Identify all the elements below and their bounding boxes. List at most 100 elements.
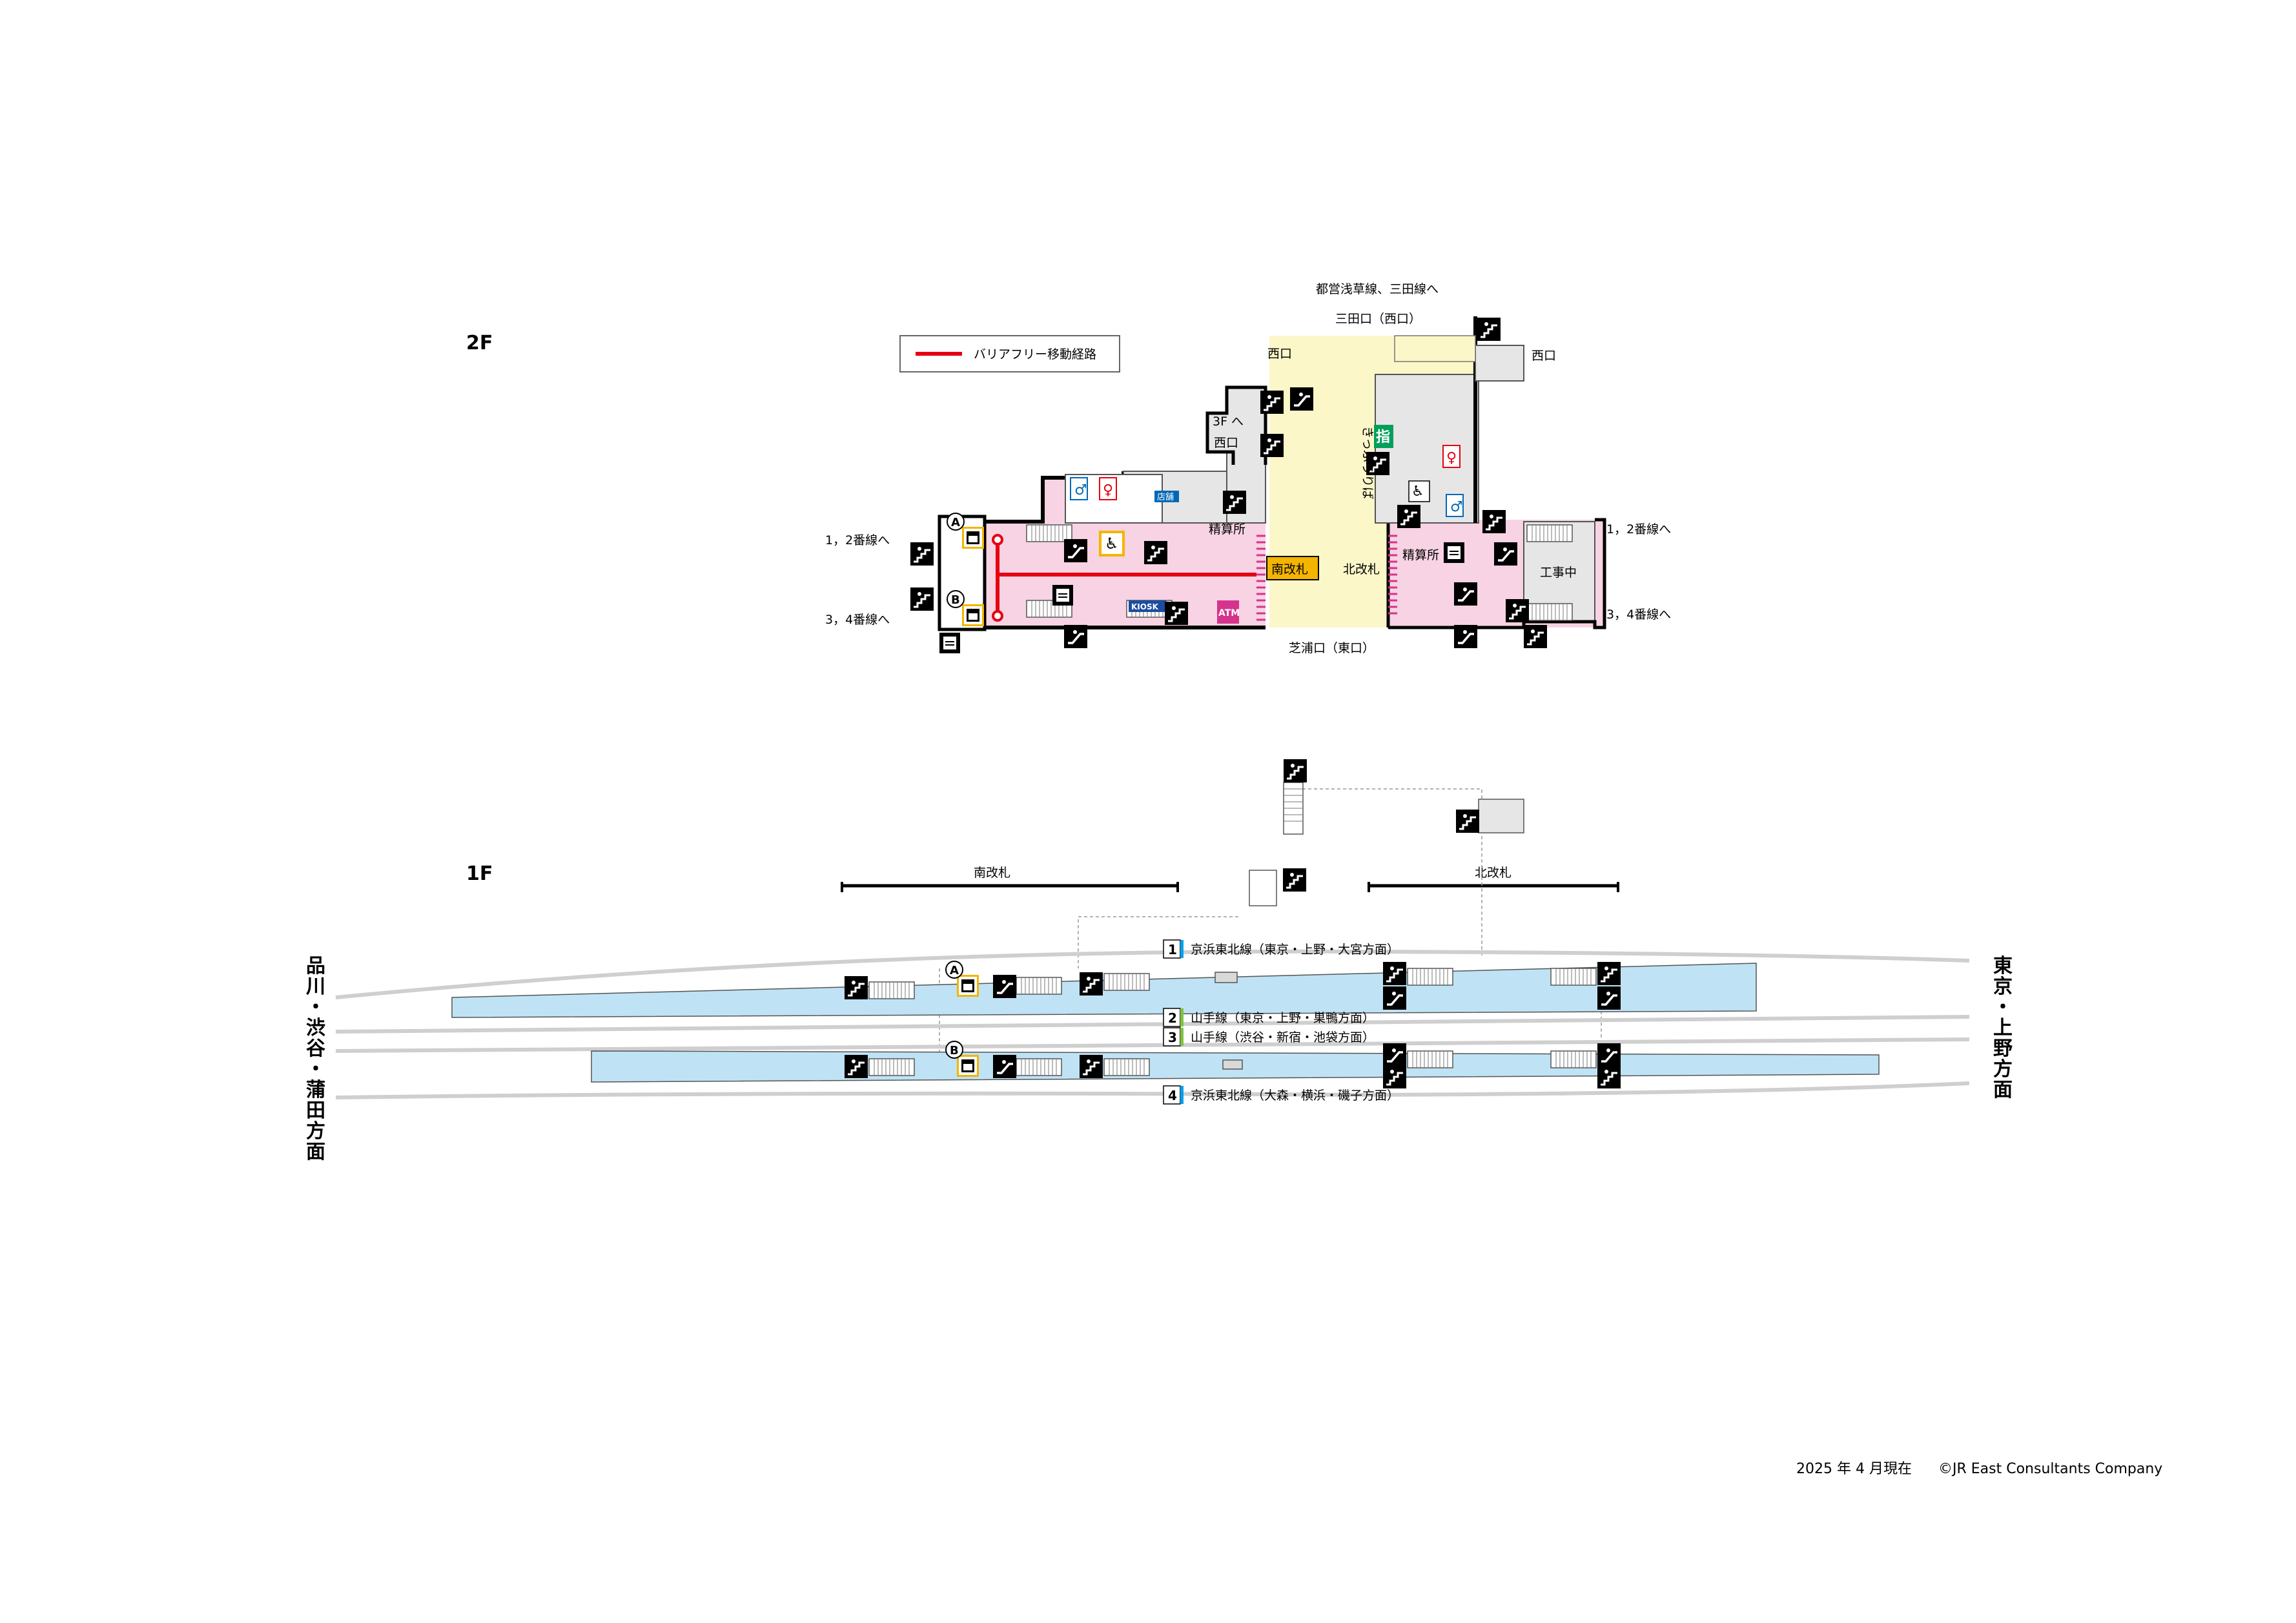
stairs-icon	[843, 1054, 869, 1079]
svg-text:品川・渋谷・蒲田方面: 品川・渋谷・蒲田方面	[306, 955, 325, 1163]
stair-tower	[1478, 799, 1524, 833]
legend: バリアフリー移動経路	[899, 335, 1120, 373]
south-gate-bar: 南改札	[841, 866, 1179, 892]
elevator-icon	[957, 1055, 979, 1077]
stairs-icon	[1396, 504, 1422, 529]
locker-icon	[939, 633, 960, 653]
svg-text:A: A	[951, 516, 960, 529]
track-line-color	[1180, 940, 1184, 958]
svg-text:南改札: 南改札	[1271, 562, 1308, 577]
svg-text:A: A	[950, 964, 959, 977]
escalator-icon	[992, 1054, 1018, 1079]
stairs-icon	[1455, 808, 1481, 834]
escalator-icon	[1382, 1042, 1408, 1068]
north-concourse: 工事中 指	[1374, 316, 1606, 629]
label-to-platform-34-right: 3，4番線へ	[1606, 607, 1671, 622]
track-number-box	[1163, 1085, 1181, 1105]
elevator-icon	[962, 604, 984, 626]
elevator-icon	[957, 975, 979, 997]
stairs-icon	[909, 586, 935, 612]
stairs-icon	[1504, 598, 1530, 624]
stairs-icon	[1078, 1054, 1104, 1079]
stairs-icon	[1282, 867, 1307, 893]
svg-text:♀: ♀	[1446, 450, 1457, 466]
north-gate-bar: 北改札	[1368, 866, 1619, 892]
label-west-exit: 西口	[1267, 347, 1292, 361]
stairs-icon	[1522, 624, 1548, 649]
escalator-icon	[1596, 985, 1622, 1011]
label-mita-exit: 三田口（西口）	[1335, 312, 1421, 326]
svg-text:店舗: 店舗	[1157, 493, 1174, 502]
svg-text:B: B	[951, 593, 960, 607]
escalator-icon	[1063, 538, 1089, 564]
svg-text:♂: ♂	[1450, 499, 1463, 515]
stairs-icon	[1222, 489, 1247, 515]
south-gate-sign: 南改札	[1266, 556, 1319, 580]
track-number-box	[1163, 1027, 1181, 1046]
track-line-color	[1180, 1008, 1184, 1026]
stairs-icon	[1143, 540, 1169, 566]
footer-copyright: ©JR East Consultants Company	[1938, 1461, 2162, 1477]
escalator-icon	[1493, 541, 1519, 567]
floor-label-2f: 2F	[466, 332, 493, 354]
track-label: 山手線（東京・上野・巣鴨方面）	[1191, 1011, 1375, 1025]
stairs-icon	[1163, 600, 1189, 626]
escalator-icon	[1596, 1042, 1622, 1068]
stairs-icon	[909, 541, 935, 567]
rail-tracks	[335, 949, 1970, 1099]
label-ticket-office: きっぷうりば	[1360, 426, 1375, 499]
svg-text:B: B	[950, 1044, 959, 1057]
construction-label: 工事中	[1540, 566, 1577, 580]
direction-east: 東京・上野方面	[1993, 955, 2013, 1101]
shop-sign: 店舗	[1154, 491, 1179, 502]
stairs-icon	[1596, 1064, 1622, 1090]
stairs-icon	[1596, 961, 1622, 986]
label-west-exit-3f: 西口	[1214, 436, 1238, 450]
track-number: 4	[1168, 1088, 1177, 1103]
escalator-icon	[992, 974, 1018, 999]
stairs-icon	[1259, 389, 1285, 415]
svg-text:指: 指	[1376, 429, 1390, 445]
svg-text:KIOSK: KIOSK	[1131, 602, 1159, 611]
atm-sign: ATM	[1217, 600, 1240, 624]
svg-text:♿: ♿	[1105, 535, 1119, 553]
kiosk-sign: KIOSK	[1129, 600, 1166, 612]
track-number: 3	[1168, 1030, 1177, 1045]
label-fare-adjust-south: 精算所	[1209, 522, 1245, 536]
label-to-platform-34-left: 3，4番線へ	[825, 613, 890, 627]
stairs-icon	[1382, 1064, 1408, 1090]
label-north-gate: 北改札	[1343, 562, 1380, 577]
legend-barrier-free-label: バリアフリー移動経路	[974, 347, 1096, 362]
elevator-a-badge: A	[947, 513, 965, 531]
label-west-exit-right: 西口	[1532, 349, 1556, 363]
stairs-icon	[1259, 433, 1285, 458]
svg-text:♂: ♂	[1074, 482, 1087, 498]
floor-label-1f: 1F	[466, 863, 493, 885]
stairs-icon	[1078, 971, 1104, 997]
footer-date: 2025 年 4 月現在	[1796, 1461, 1912, 1477]
escalator-icon	[1382, 985, 1408, 1011]
svg-text:東京・上野方面: 東京・上野方面	[1993, 955, 2013, 1101]
stairs-icon	[843, 975, 869, 1001]
label-shibaura-exit: 芝浦口（東口）	[1289, 641, 1375, 655]
svg-text:北改札: 北改札	[1475, 866, 1512, 880]
label-to-3f: 3F へ	[1213, 414, 1244, 429]
reserved-seat-sign	[1374, 425, 1393, 448]
track-label: 山手線（渋谷・新宿・池袋方面）	[1191, 1030, 1375, 1045]
track-line-color	[1180, 1086, 1184, 1104]
track-label: 京浜東北線（大森・横浜・磯子方面）	[1191, 1088, 1399, 1103]
stairs-icon	[1476, 316, 1502, 342]
track-number: 1	[1168, 942, 1177, 957]
stairs-icon	[1481, 509, 1507, 535]
svg-text:ATM: ATM	[1218, 608, 1240, 618]
elevator-icon	[962, 527, 984, 549]
track-line-color	[1180, 1028, 1184, 1046]
elevator-a-badge-1f: A	[945, 961, 963, 979]
track-number: 2	[1168, 1010, 1177, 1026]
stairs-icon	[1282, 758, 1308, 784]
track-number-box	[1163, 1008, 1181, 1027]
direction-west: 品川・渋谷・蒲田方面	[306, 955, 325, 1163]
accessible-toilet-icon: ♿ ♿	[1099, 480, 1430, 556]
